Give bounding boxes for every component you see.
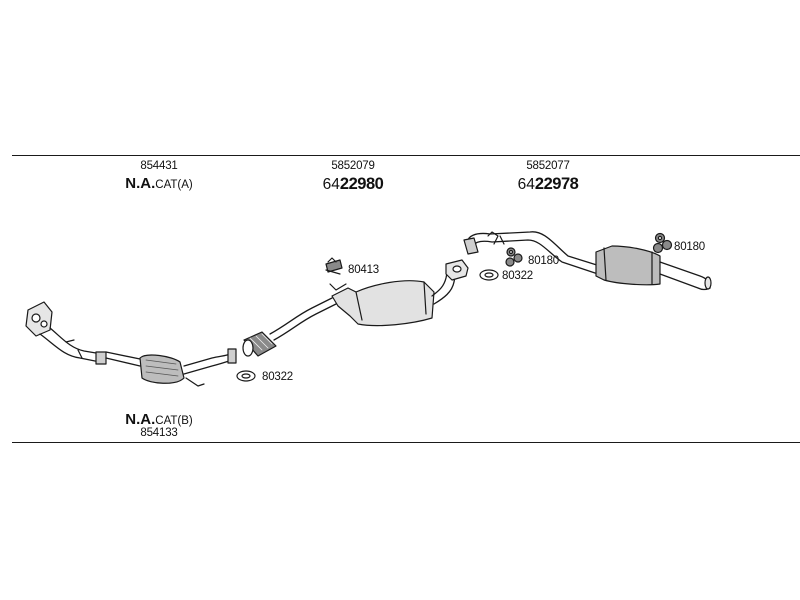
cat-b-label: N.A.CAT(B) bbox=[125, 412, 192, 428]
part-number-854133: 854133 bbox=[140, 427, 178, 439]
cat-b-text: CAT(B) bbox=[155, 415, 193, 427]
front-downpipe bbox=[39, 327, 141, 367]
cat-a-text: CAT(A) bbox=[155, 179, 193, 191]
kit-number-bold: 22980 bbox=[339, 175, 384, 193]
na-bold-label: N.A. bbox=[125, 175, 156, 192]
front-gasket bbox=[236, 370, 256, 382]
kit-prefix: 64 bbox=[517, 176, 535, 193]
na-bold-label: N.A. bbox=[125, 411, 156, 428]
catalytic-converter bbox=[139, 354, 185, 384]
flex-joint bbox=[242, 331, 277, 357]
callout-80322-front: 80322 bbox=[262, 371, 293, 383]
mid-outlet-pipe bbox=[431, 259, 469, 305]
mid-pipe-front bbox=[183, 348, 237, 387]
tail-hanger-rubbers bbox=[652, 232, 673, 254]
callout-80413: 80413 bbox=[348, 264, 379, 276]
part-number-5852079: 5852079 bbox=[331, 160, 375, 172]
kit-prefix: 64 bbox=[322, 176, 340, 193]
cat-a-label: N.A.CAT(A) bbox=[125, 176, 192, 192]
intermediate-pipe bbox=[269, 297, 337, 341]
bottom-divider-line bbox=[12, 442, 800, 443]
middle-silencer bbox=[329, 280, 435, 327]
kit-number-6422978: 6422978 bbox=[518, 176, 579, 193]
part-number-5852077: 5852077 bbox=[526, 160, 570, 172]
part-number-854431: 854431 bbox=[140, 160, 178, 172]
rear-hanger-rubbers bbox=[505, 247, 523, 267]
callout-80180-rear: 80180 bbox=[528, 255, 559, 267]
rear-silencer bbox=[595, 245, 661, 286]
rear-pipe bbox=[463, 231, 601, 275]
callout-80180-tail: 80180 bbox=[674, 241, 705, 253]
callout-80322-rear: 80322 bbox=[502, 270, 533, 282]
tail-pipe bbox=[659, 261, 712, 291]
front-manifold-flange bbox=[25, 301, 53, 337]
clamp-80413 bbox=[325, 257, 343, 275]
rear-gasket bbox=[479, 269, 499, 281]
kit-number-bold: 22978 bbox=[534, 175, 579, 193]
top-divider-line bbox=[12, 155, 800, 156]
kit-number-6422980: 6422980 bbox=[323, 176, 384, 193]
